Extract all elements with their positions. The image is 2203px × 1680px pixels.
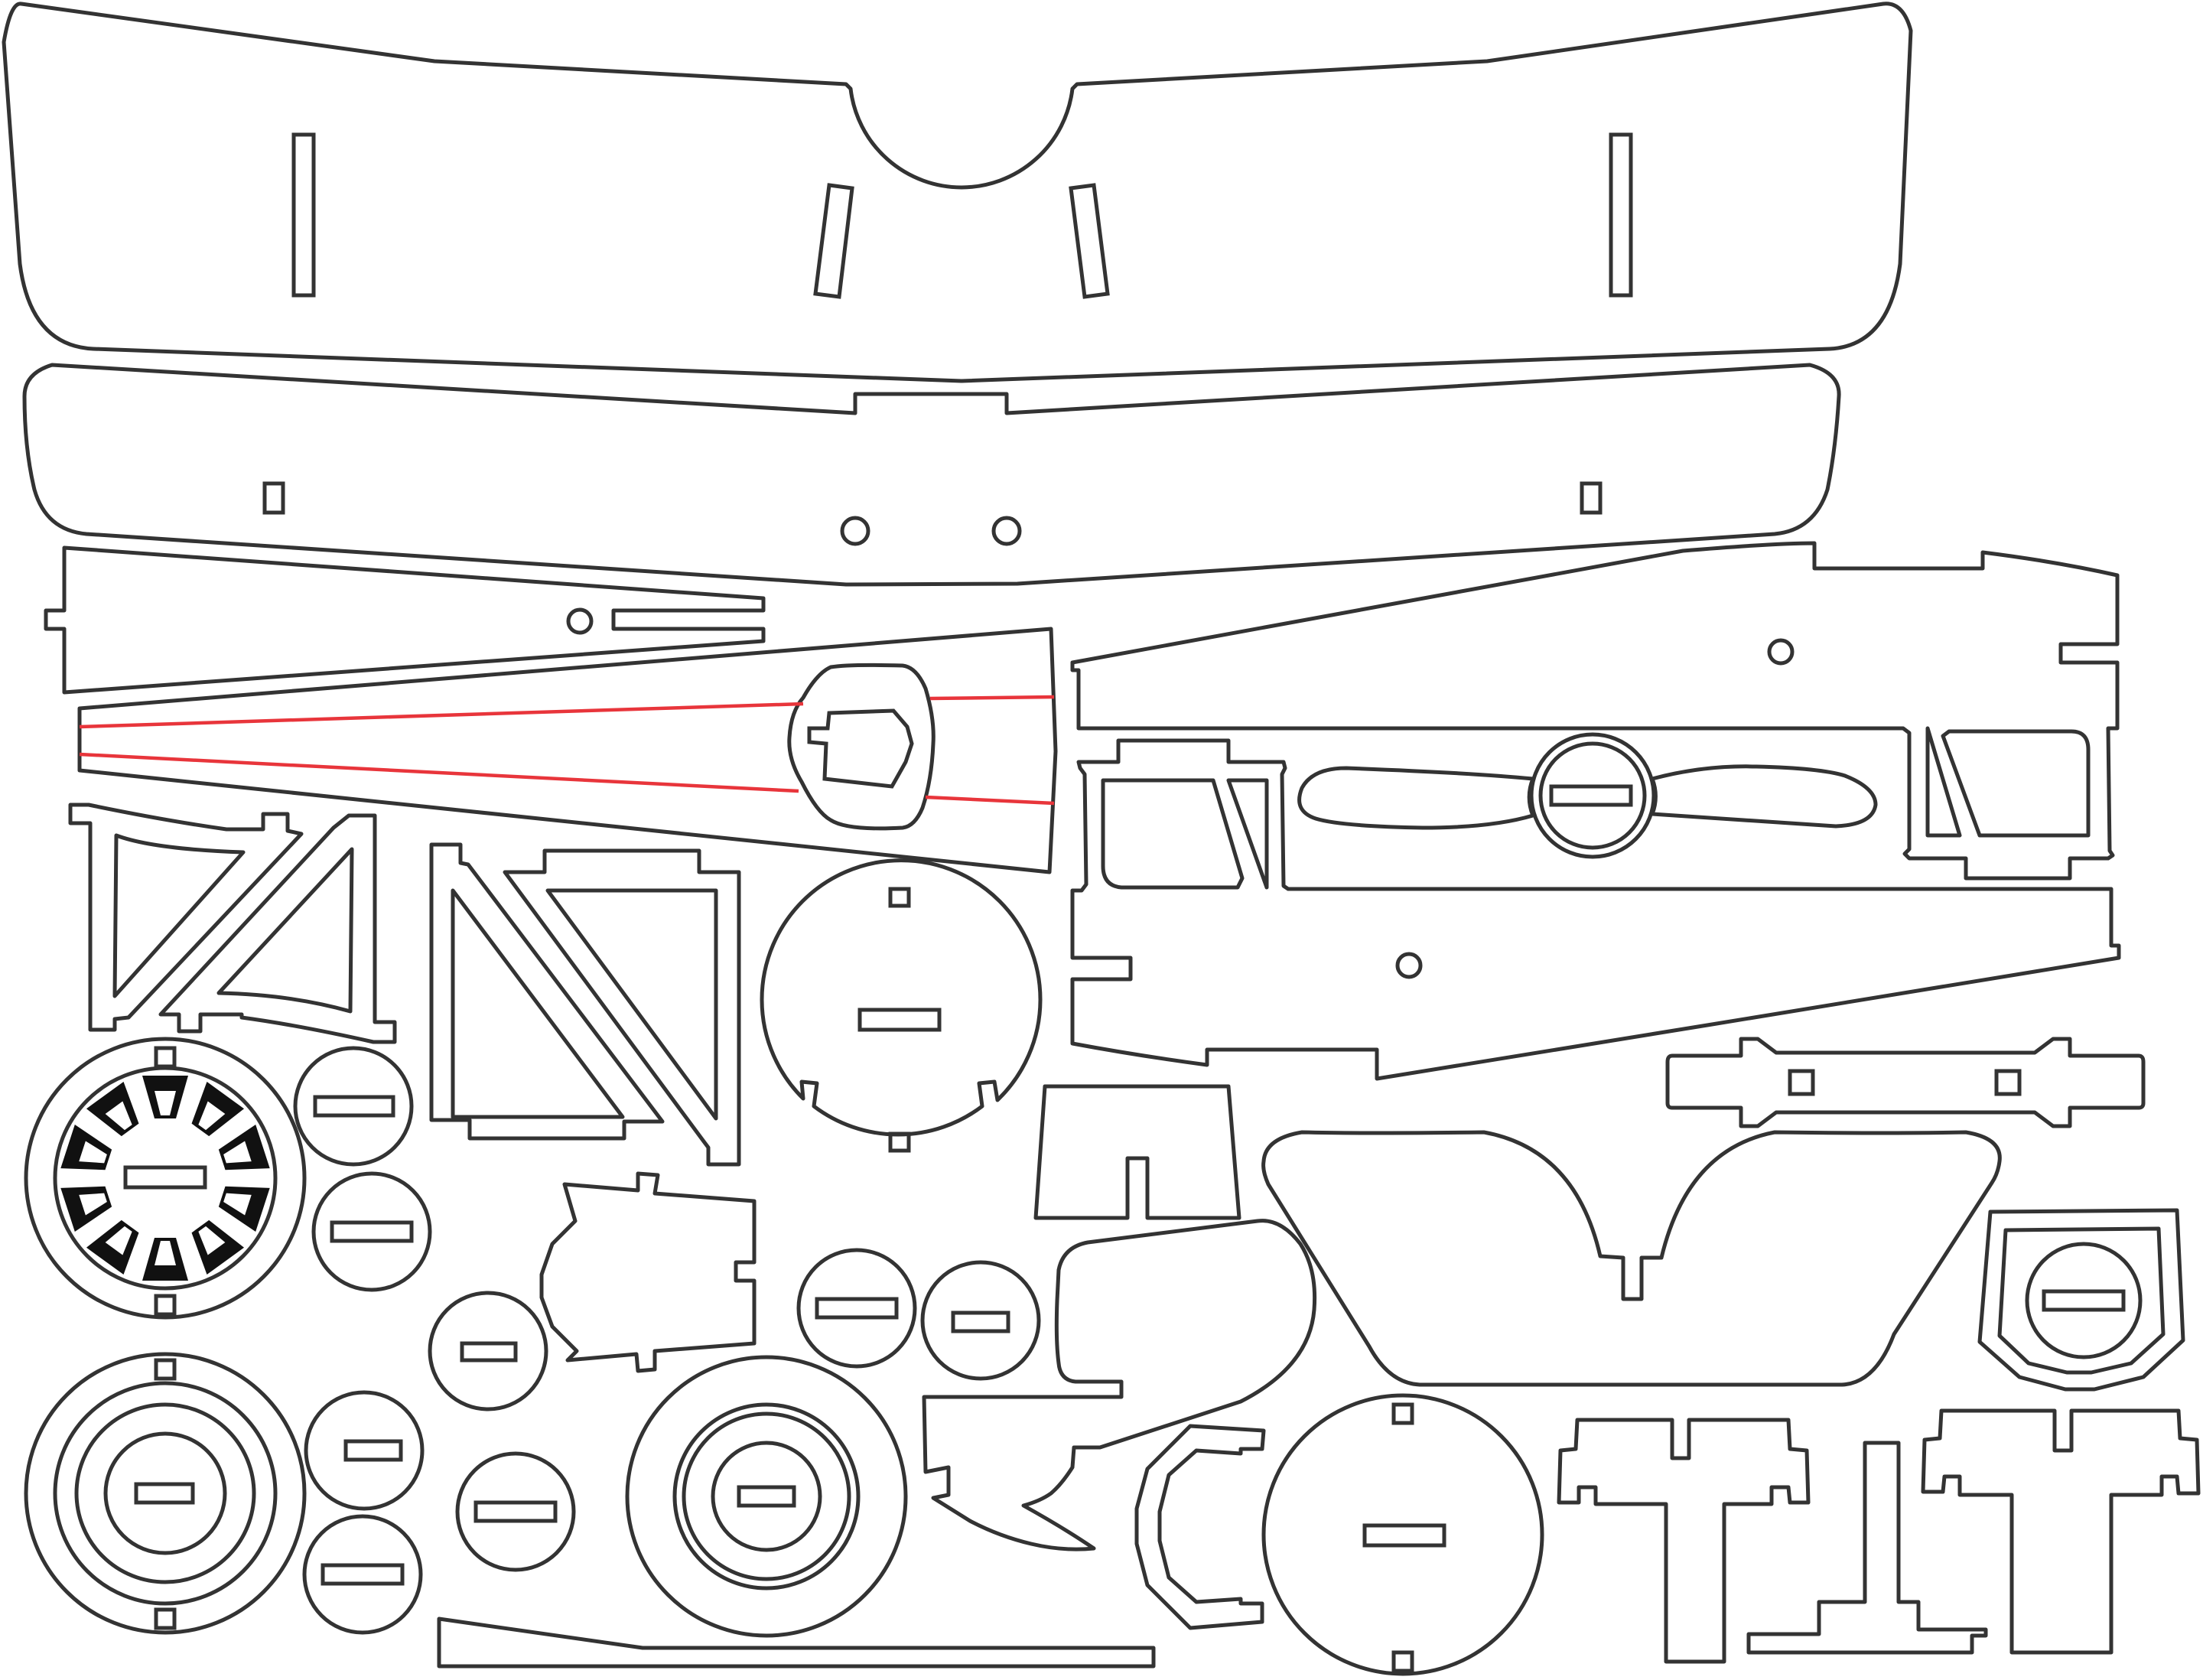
spacer-disc <box>760 858 1043 1153</box>
shield-part <box>1977 1208 2185 1392</box>
rudder-piece <box>1746 1441 1988 1655</box>
tail-wing <box>44 545 1058 874</box>
lower-brace <box>1261 1130 2002 1387</box>
tail-fin-right <box>1921 1408 2201 1655</box>
wing-strut-right <box>429 842 741 1167</box>
small-disc-3 <box>428 1291 548 1411</box>
bottom-disc <box>1261 1393 1544 1676</box>
small-disc-2 <box>311 1171 432 1292</box>
landing-gear-bar <box>1665 1037 2146 1128</box>
cockpit-panel <box>539 1171 757 1373</box>
radial-engine-disc <box>24 1037 307 1320</box>
wheel-disc-left <box>24 1352 307 1635</box>
small-disc-8 <box>302 1514 423 1635</box>
small-disc-4 <box>796 1248 917 1369</box>
small-disc-7 <box>455 1451 576 1572</box>
seat-part <box>1033 1084 1241 1220</box>
small-disc-1 <box>293 1046 414 1167</box>
small-disc-6 <box>304 1390 425 1511</box>
tail-fin-left <box>1557 1418 1811 1664</box>
lower-wing <box>22 363 1841 587</box>
propeller <box>1297 732 1878 859</box>
upper-wing <box>2 2 1913 383</box>
cowling-part <box>1134 1424 1266 1630</box>
bottom-strip <box>437 1617 1156 1669</box>
fuselage-side <box>1070 541 2121 1081</box>
tail-piece <box>922 1219 1317 1551</box>
wheel-disc-right <box>625 1355 908 1638</box>
small-disc-5 <box>920 1260 1041 1381</box>
wing-strut-left <box>68 803 397 1044</box>
